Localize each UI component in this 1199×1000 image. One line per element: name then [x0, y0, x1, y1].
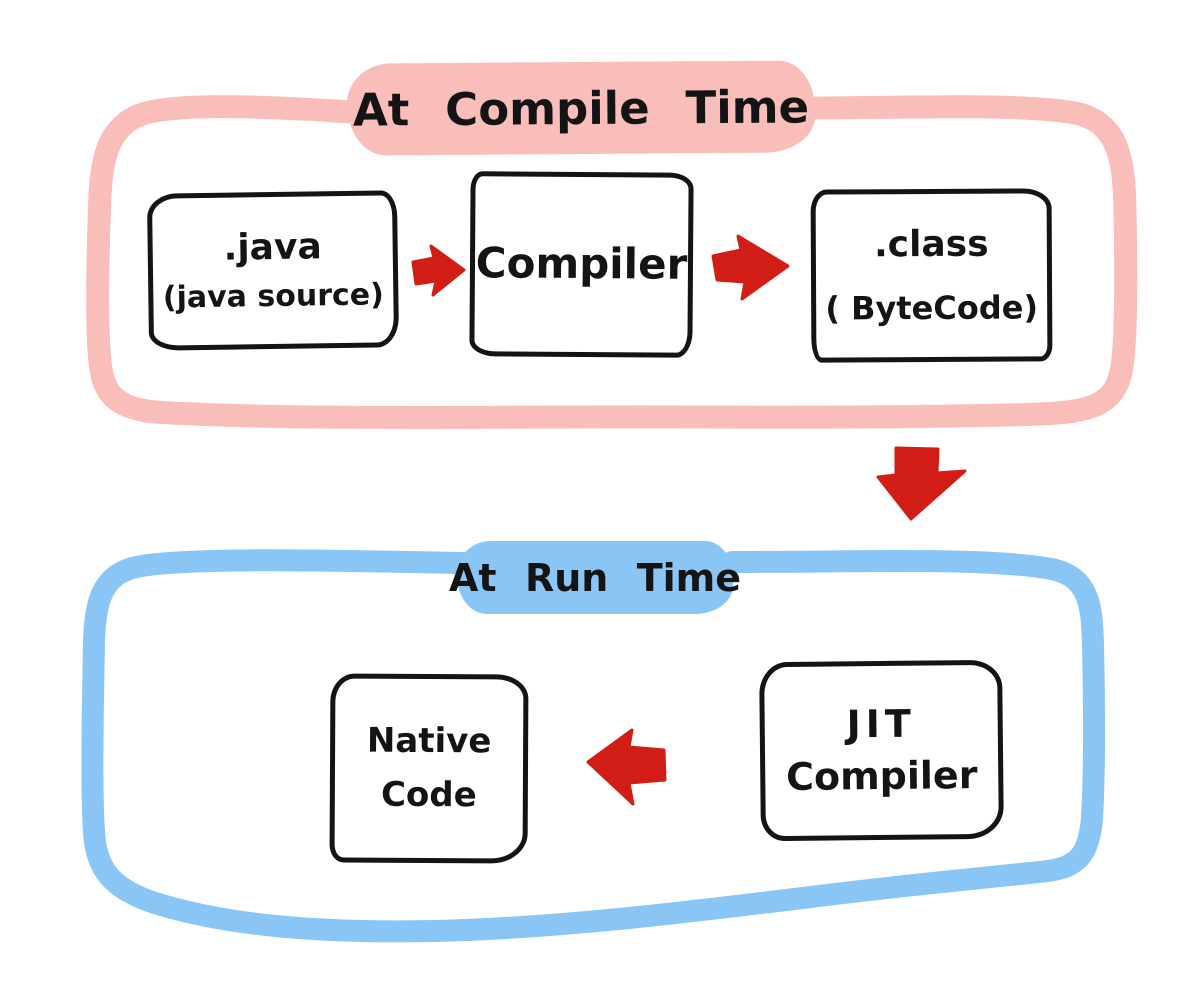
compiler-box: Compiler: [469, 171, 694, 358]
arrow-compile-to-run-icon: [876, 446, 967, 521]
run-time-container-outline: [81, 549, 1105, 943]
native-code-box-title: Native: [366, 721, 492, 762]
jit-compiler-box-title: JIT: [846, 701, 917, 747]
java-source-box-title: .java: [223, 225, 322, 269]
compile-time-container-outline: [86, 95, 1138, 429]
java-source-box-subtitle: (java source): [162, 277, 385, 316]
jit-compiler-box: JIT Compiler: [759, 659, 1004, 842]
arrow-compiler-to-class-icon: [711, 234, 790, 301]
native-code-box: Native Code: [329, 673, 529, 864]
java-source-box: .java (java source): [146, 190, 400, 351]
compile-time-title: At Compile Time: [346, 60, 816, 156]
native-code-box-subtitle: Code: [380, 774, 477, 815]
jit-compiler-box-subtitle: Compiler: [785, 752, 978, 799]
compiler-box-title: Compiler: [475, 238, 688, 290]
arrow-java-to-compiler-icon: [411, 244, 466, 297]
class-bytecode-box-title: .class: [873, 223, 989, 266]
class-bytecode-box: .class ( ByteCode): [810, 188, 1053, 363]
run-time-title: At Run Time: [449, 541, 741, 614]
arrow-jit-to-native-icon: [586, 728, 667, 806]
class-bytecode-box-subtitle: ( ByteCode): [825, 288, 1039, 328]
